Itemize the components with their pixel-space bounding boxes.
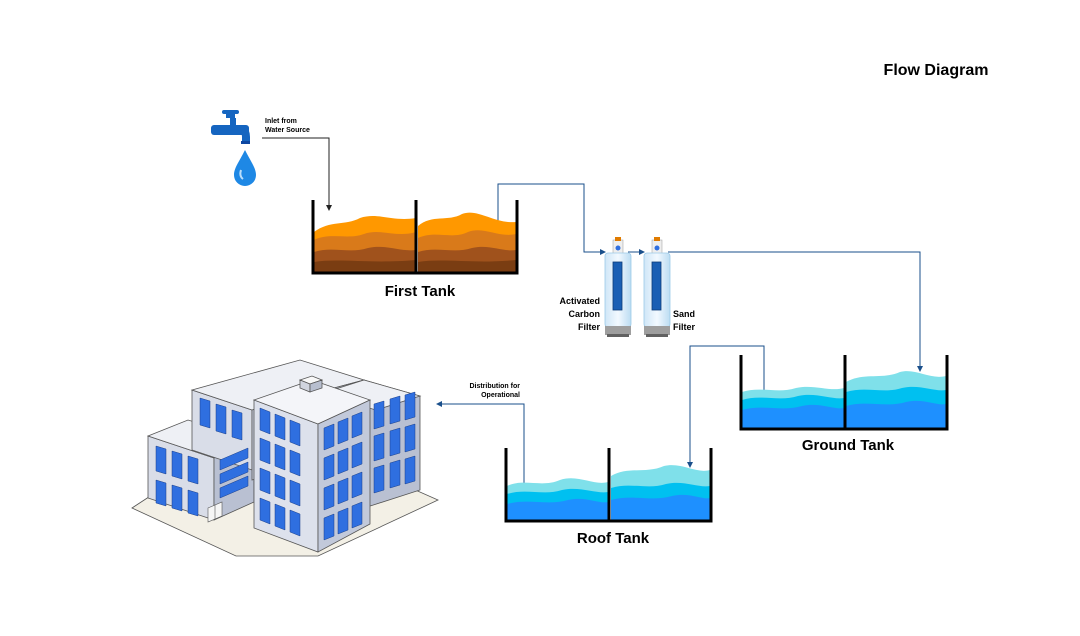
inlet-label-line1: Inlet from bbox=[265, 118, 297, 125]
carbon-filter-label: Activated Carbon Filter bbox=[540, 295, 600, 334]
ground-tank bbox=[739, 355, 949, 431]
inlet-flow-line bbox=[262, 137, 332, 211]
first-tank-liquid bbox=[314, 212, 516, 272]
office-building-icon bbox=[131, 359, 439, 557]
roof-tank-to-building-line bbox=[436, 401, 525, 487]
sand-filter-label-line2: Filter bbox=[673, 322, 696, 332]
sand-filter bbox=[643, 237, 671, 337]
ground-tank-to-roof-tank-line bbox=[687, 345, 765, 468]
first-tank bbox=[311, 200, 519, 275]
inlet-label-line2: Water Source bbox=[265, 127, 310, 134]
sand-filter-label-line1: Sand bbox=[673, 309, 696, 319]
first-tank-to-carbon-filter-line bbox=[497, 183, 606, 255]
roof-tank-label: Roof Tank bbox=[576, 530, 650, 547]
carbon-filter-label-line2: Carbon bbox=[568, 309, 601, 319]
ground-tank-water bbox=[742, 371, 946, 428]
water-tap-icon bbox=[211, 110, 250, 144]
diagram-title: Flow Diagram bbox=[883, 62, 989, 79]
flow-lines bbox=[262, 137, 923, 487]
sand-filter-label: Sand Filter bbox=[673, 308, 713, 334]
distribution-label-line2: Operational bbox=[481, 392, 520, 399]
water-drop-icon bbox=[234, 150, 256, 186]
sand-filter-to-ground-tank-line bbox=[668, 251, 923, 372]
carbon-filter-label-line3: Filter bbox=[577, 322, 600, 332]
first-tank-label: First Tank bbox=[384, 283, 456, 300]
roof-tank bbox=[504, 448, 713, 523]
activated-carbon-filter bbox=[604, 237, 632, 337]
distribution-label-line1: Distribution for bbox=[469, 383, 520, 390]
carbon-filter-label-line1: Activated bbox=[559, 296, 600, 306]
inlet-label: Inlet from Water Source bbox=[265, 117, 310, 135]
ground-tank-label: Ground Tank bbox=[801, 437, 895, 454]
distribution-label: Distribution for Operational bbox=[440, 382, 520, 400]
roof-tank-water bbox=[507, 465, 710, 520]
